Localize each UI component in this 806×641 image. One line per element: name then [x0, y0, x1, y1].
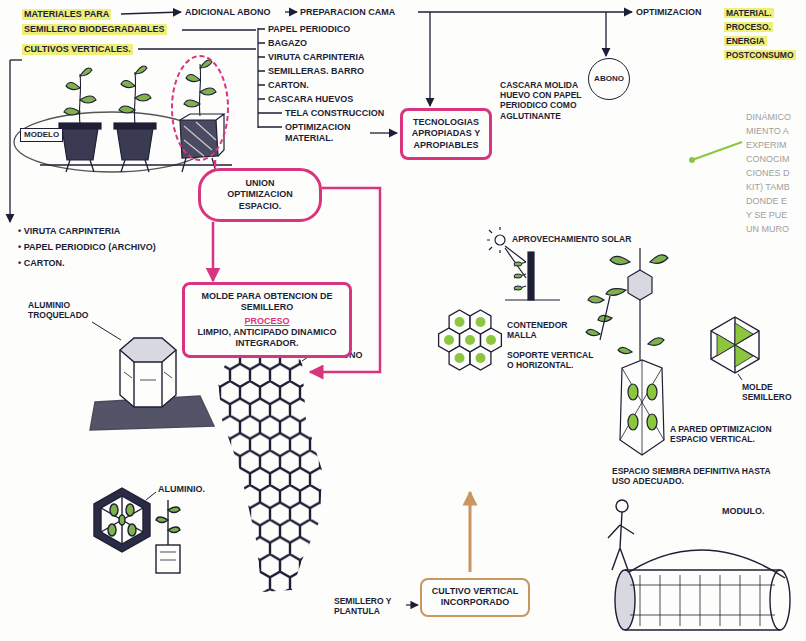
annotation-label: MATERIAL. — [724, 8, 774, 18]
annotation-label: ALUMINIO TROQUELADO — [28, 300, 98, 320]
annotation-label: MODULO. — [722, 506, 765, 517]
node-title: CULTIVO VERTICAL INCORPORADO — [428, 586, 522, 609]
node-title: MODELO — [24, 130, 59, 140]
annotation-label: ALUMINIO. — [158, 484, 205, 495]
callout-circle: ABONO — [588, 58, 630, 100]
annotation-label: OPTIMIZACION — [636, 7, 702, 18]
annotation-label: ENERGIA — [724, 36, 767, 46]
annotation-label: MIENTO A — [746, 126, 789, 137]
annotation-label: POSTCONSUMO — [724, 50, 796, 60]
flow-connector — [212, 222, 215, 281]
node-title: MOLDE PARA OBTENCION DE SEMILLERO — [191, 291, 343, 314]
annotation-label: BAGAZO — [268, 38, 307, 49]
annotation-label: Y SE PUE — [746, 210, 787, 221]
annotation-label: SOPORTE VERTICAL O HORIZONTAL. — [507, 350, 599, 370]
result-box: CULTIVO VERTICAL INCORPORADO — [420, 578, 530, 617]
annotation-label: ADICIONAL ABONO — [185, 7, 271, 18]
annotation-label: PREPARACION CAMA — [300, 7, 395, 18]
annotation-label: SEMILLERAS. BARRO — [268, 66, 364, 77]
process-box: TECNOLOGIAS APROPIADAS Y APROPIABLES — [400, 108, 492, 160]
annotation-label: PAPEL PERIODICO — [268, 24, 350, 35]
model-tag: MODELO — [20, 128, 63, 142]
annotation-label: MATERIALES PARA — [22, 9, 111, 20]
annotation-label: CULTIVOS VERTICALES. — [22, 44, 133, 55]
annotation-label: CIONES D — [746, 168, 790, 179]
annotation-label: A PARED OPTIMIZACION ESPACIO VERTICAL. — [670, 424, 782, 444]
node-title: ABONO — [594, 74, 624, 84]
annotation-label: • PAPEL PERIODICO (ARCHIVO) — [18, 242, 156, 253]
annotation-label: UN MURO — [746, 224, 789, 235]
annotation-label: DONDE E — [746, 196, 787, 207]
annotation-label: CARTON. — [268, 80, 309, 91]
node-text: LIMPIO, ANTICIPADO DINAMICO INTEGRADOR. — [191, 327, 343, 350]
annotation-label: MOLDE SEMILLERO — [742, 382, 798, 402]
node-text: PROCESO — [191, 316, 343, 327]
annotation-label: PROCESO. — [724, 22, 773, 32]
annotation-label: KIT) TAMB — [746, 182, 790, 193]
node-title: TECNOLOGIAS APROPIADAS Y APROPIABLES — [409, 117, 483, 151]
annotation-label: CASCARA MOLIDA HUEVO CON PAPEL PERIODICO… — [500, 80, 582, 121]
process-box: MOLDE PARA OBTENCION DE SEMILLERO PROCESO… — [182, 282, 352, 358]
annotation-label: EXPERIM — [746, 140, 787, 151]
annotation-label: OPTIMIZACION MATERIAL. — [285, 122, 367, 144]
annotation-label: • CARTON. — [18, 258, 65, 269]
annotation-label: • VIRUTA CARPINTERIA — [18, 226, 120, 237]
node-title: UNION OPTIMIZACION ESPACIO. — [213, 178, 307, 212]
annotation-label: SEMILLERO BIODEGRADABLES — [22, 24, 167, 35]
rounded-process: UNION OPTIMIZACION ESPACIO. — [198, 168, 322, 222]
annotation-label: CONOCIM — [746, 154, 790, 165]
annotation-label: DINÁMICO — [746, 112, 791, 123]
annotation-label: SEMILLERO Y PLANTULA — [334, 596, 404, 616]
annotation-label: ESPACIO SIEMBRA DEFINITIVA HASTA USO ADE… — [612, 466, 788, 486]
annotation-label: APROVECHAMIENTO SOLAR — [512, 234, 631, 244]
annotation-label: CASCARA HUEVOS — [268, 94, 353, 105]
annotation-label: VIRUTA CARPINTERIA — [268, 52, 365, 63]
annotation-label: CONTENEDOR MALLA — [507, 320, 571, 340]
annotation-label: TELA CONSTRUCCION — [285, 108, 384, 119]
